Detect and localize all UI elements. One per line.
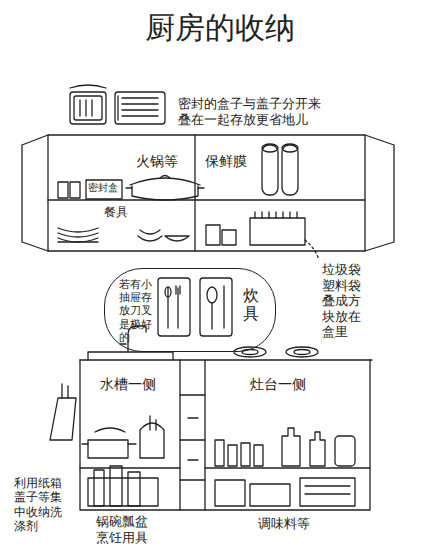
section-label: 炊具 [243,287,259,322]
page-title: 厨房的收纳 [0,10,440,46]
note-label: 火锅等 [136,153,196,170]
note-label: 餐具 [104,205,138,219]
note-label: 水槽一侧 [100,376,175,393]
note-label: 灶台一侧 [250,376,325,393]
bubble-note: 若有小抽屉存放刀叉是极好的 [119,278,155,344]
note-label: 保鲜膜 [205,153,260,170]
note-label: 调味料等 [258,516,328,532]
note-label: 锅碗瓢盆烹饪用具 [96,514,152,545]
cutlery-bubble: 若有小抽屉存放刀叉是极好的 炊具 [104,268,276,352]
note-label: 密封的盒子与盖子分开来叠在一起存放更省地儿 [178,96,324,127]
note-label: 密封盒 [88,182,122,194]
note-label: 利用纸箱盖子等集中收纳洗涤剂 [14,476,66,534]
note-label: 垃圾袋塑料袋叠成方块放在盒里 [322,262,364,340]
